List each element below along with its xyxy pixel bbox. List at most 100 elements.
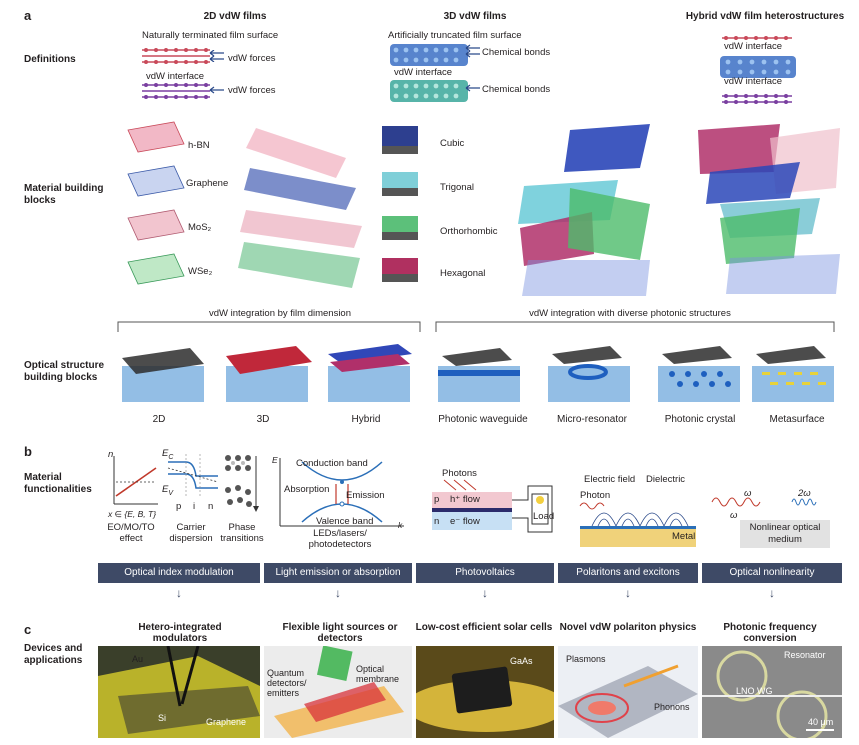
material-wse2: WSe₂ (188, 266, 213, 277)
material-graphene: Graphene (186, 178, 229, 189)
led-conduction: Conduction band (296, 458, 368, 469)
col-title-3d: 3D vdW films (443, 11, 507, 22)
def-3d-bonds1: Chemical bonds (482, 47, 551, 58)
led-e-axis: E (272, 455, 278, 465)
row-label-functionalities: Material functionalities (24, 472, 92, 495)
block-metasurface (752, 346, 834, 402)
arrow-icon (209, 50, 224, 62)
flex-quantum: Quantum detectors/ emitters (267, 668, 307, 698)
carrier-caption: Carrier dispersion (169, 522, 213, 544)
panel-c-letter: c (24, 622, 32, 637)
down-arrow-icon: ↓ (176, 586, 182, 600)
integration-photonic-label: vdW integration with diverse photonic st… (529, 308, 731, 319)
def-2d-films (142, 48, 210, 99)
def-3d-films (390, 44, 468, 102)
device-image-modulator (98, 646, 260, 738)
freq-lno: LNO WG (736, 686, 773, 696)
device-title-frequency: Photonic frequency conversion (723, 622, 817, 644)
mod-au: Au (132, 654, 144, 664)
arrow-icon (465, 44, 480, 58)
device-image-polariton (558, 646, 698, 738)
material-trigonal: Trigonal (440, 182, 474, 193)
bar-index-modulation: Optical index modulation (98, 563, 260, 583)
device-title-modulators: Hetero-integrated modulators (138, 622, 222, 644)
material-hexagonal: Hexagonal (440, 268, 486, 279)
block-photonic-crystal (658, 346, 740, 402)
caption-microresonator: Micro-resonator (556, 414, 628, 425)
polariton-photon: Photon (580, 490, 611, 501)
def-hybrid-interface1: vdW interface (724, 41, 783, 52)
bracket-dimension (117, 321, 421, 332)
def-3d-interface: vdW interface (394, 67, 453, 78)
pv-n: n (434, 516, 440, 527)
phase-caption: Phase transitions (220, 522, 264, 544)
device-image-solar (416, 646, 554, 738)
carrier-ev: EV (162, 484, 174, 497)
caption-photonic-crystal: Photonic crystal (664, 414, 736, 425)
col-title-2d: 2D vdW films (203, 11, 267, 22)
polariton-phonons: Phonons (654, 702, 690, 712)
polariton-dielectric: Dielectric (646, 474, 686, 485)
pv-p: p (434, 494, 440, 505)
block-hybrid (328, 344, 412, 402)
material-mos2: MoS₂ (188, 222, 212, 233)
caption-waveguide: Photonic waveguide (438, 414, 528, 425)
materials-3d-stack (518, 124, 650, 296)
device-title-solar: Low-cost efficient solar cells (415, 622, 553, 633)
pv-load: Load (533, 511, 555, 522)
bar-emission-absorption: Light emission or absorption (264, 563, 412, 583)
block-waveguide (438, 348, 520, 402)
caption-3d: 3D (256, 414, 270, 425)
pv-h-flow: h⁺ flow (450, 494, 480, 505)
materials-2d-sheets (127, 121, 185, 285)
eo-symbol: n (108, 449, 114, 460)
nonlinear-omega1: ω (744, 488, 752, 499)
material-cubic: Cubic (440, 138, 465, 149)
def-2d-surface: Naturally terminated film surface (142, 30, 279, 41)
panel-a-letter: a (24, 8, 32, 23)
bar-polaritons: Polaritons and excitons (558, 563, 698, 583)
pv-photons: Photons (442, 468, 477, 479)
polariton-plasmons: Plasmons (566, 654, 606, 664)
eo-x-label: x ∈ {E, B, T} (108, 509, 157, 519)
pv-e-flow: e⁻ flow (450, 516, 480, 527)
carrier-ec: EC (162, 448, 174, 461)
panel-b-letter: b (24, 444, 32, 459)
flex-membrane: Optical membrane (356, 664, 400, 684)
row-label-devices: Devices and applications (24, 643, 83, 666)
def-2d-interface: vdW interface (146, 71, 205, 82)
polariton-field: Electric field (584, 474, 636, 485)
freq-scale: 40 μm (808, 717, 834, 727)
row-label-definitions: Definitions (24, 54, 76, 65)
block-3d (226, 346, 312, 402)
nonlinear-2omega: 2ω (798, 488, 811, 499)
caption-2d: 2D (152, 414, 166, 425)
row-label-optical-blocks: Optical structure building blocks (24, 360, 105, 383)
materials-3d-blocks (382, 126, 418, 282)
col-title-hybrid: Hybrid vdW film heterostructures (685, 11, 845, 22)
row-label-material-blocks: Material building blocks (24, 183, 104, 206)
polariton-diagram (579, 502, 696, 547)
def-2d-forces2: vdW forces (228, 85, 276, 96)
def-hybrid-interface2: vdW interface (724, 76, 783, 87)
mod-si: Si (158, 713, 167, 723)
down-arrow-icon: ↓ (482, 586, 488, 600)
materials-2d-stack (238, 128, 362, 288)
def-2d-forces1: vdW forces (228, 53, 276, 64)
arrow-icon (465, 84, 480, 92)
def-hybrid-films (720, 36, 796, 104)
materials-hybrid-stack (698, 124, 840, 294)
led-band-diagram (279, 458, 404, 527)
nonlinear-waves (711, 497, 817, 507)
carrier-dispersion-plot (167, 454, 219, 498)
material-hbn: h-BN (188, 140, 210, 151)
nonlinear-medium: Nonlinear optical medium (740, 520, 830, 548)
led-caption: LEDs/lasers/ photodetectors (308, 528, 372, 550)
caption-hybrid: Hybrid (351, 414, 381, 425)
solar-gaas: GaAs (510, 656, 533, 666)
eo-effect-plot (113, 456, 158, 505)
pv-diagram (432, 479, 553, 533)
block-microresonator (548, 346, 630, 402)
bar-photovoltaics: Photovoltaics (416, 563, 554, 583)
def-3d-bonds2: Chemical bonds (482, 84, 551, 95)
